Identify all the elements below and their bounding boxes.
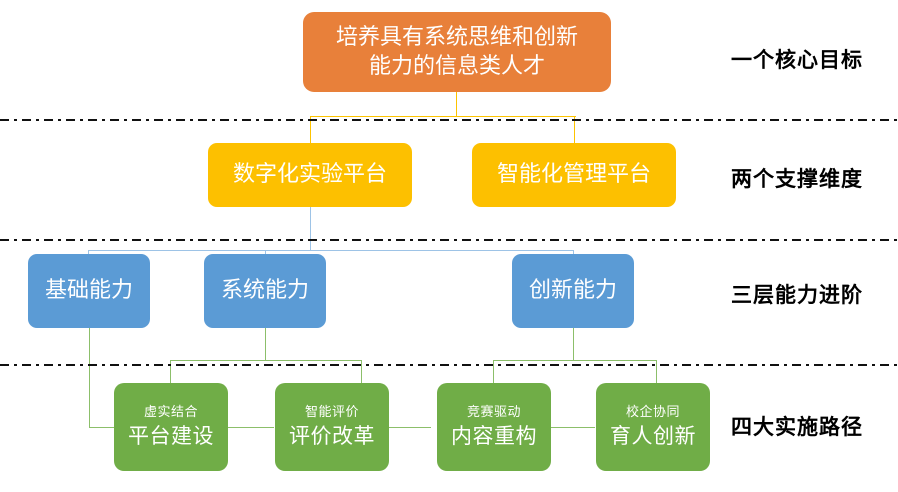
node-capability-2-label: 系统能力 <box>220 278 309 304</box>
node-capability-foundation[interactable]: 基础能力 <box>28 254 150 328</box>
node-path-platform-construction[interactable]: 虚实结合 平台建设 <box>114 383 228 471</box>
tier-separator-2 <box>0 239 898 241</box>
tier-separator-3 <box>0 364 898 366</box>
connector-dim1-stem <box>310 207 311 250</box>
connector-cap3-to-path3 <box>493 360 494 383</box>
node-capability-3-label: 创新能力 <box>528 278 617 304</box>
tier-label-1: 一个核心目标 <box>731 48 863 72</box>
node-path-2-title: 评价改革 <box>289 423 375 448</box>
connector-cap3-stem <box>573 328 574 360</box>
connector-cap1-stem <box>89 328 90 427</box>
connector-cap1-to-path1 <box>89 427 114 428</box>
node-path-evaluation-reform[interactable]: 智能评价 评价改革 <box>275 383 389 471</box>
node-capability-1-label: 基础能力 <box>44 278 133 304</box>
connector-goal-stem <box>456 92 457 116</box>
connector-goal-bus <box>310 116 576 117</box>
node-core-goal-line1: 培养具有系统思维和创新 <box>335 24 578 50</box>
node-path-2-subtitle: 智能评价 <box>304 405 359 421</box>
node-core-goal-line2: 能力的信息类人才 <box>368 54 545 79</box>
connector-capability-bus <box>88 250 574 251</box>
connector-to-capability-3 <box>573 250 574 255</box>
node-capability-systems[interactable]: 系统能力 <box>204 254 326 328</box>
node-path-3-title: 内容重构 <box>451 423 537 448</box>
tier-label-3: 三层能力进阶 <box>731 283 863 307</box>
node-path-4-subtitle: 校企协同 <box>625 405 680 421</box>
tier-label-2: 两个支撑维度 <box>731 167 863 191</box>
node-path-1-subtitle: 虚实结合 <box>143 405 198 421</box>
connector-cap2-bus <box>170 360 362 361</box>
node-dimension-2-label: 智能化管理平台 <box>496 162 651 188</box>
node-core-goal[interactable]: 培养具有系统思维和创新 能力的信息类人才 <box>303 12 611 92</box>
node-capability-innovation[interactable]: 创新能力 <box>512 254 634 328</box>
node-path-1-title: 平台建设 <box>128 423 214 448</box>
node-dimension-intelligent-management-platform[interactable]: 智能化管理平台 <box>472 143 676 207</box>
connector-goal-to-dim2 <box>574 116 575 144</box>
connector-goal-to-dim1 <box>310 116 311 144</box>
node-path-talent-innovation[interactable]: 校企协同 育人创新 <box>596 383 710 471</box>
connector-path2-path3 <box>389 427 431 428</box>
tier-separator-1 <box>0 119 898 121</box>
node-path-4-title: 育人创新 <box>610 423 696 448</box>
connector-cap3-to-path4 <box>656 360 657 383</box>
connector-cap2-to-path1 <box>170 360 171 383</box>
node-path-3-subtitle: 竞赛驱动 <box>466 405 521 421</box>
node-dimension-1-label: 数字化实验平台 <box>232 162 387 188</box>
connector-path1-path2 <box>228 427 274 428</box>
connector-cap3-bus <box>493 360 657 361</box>
connector-to-capability-2 <box>265 250 266 255</box>
tier-label-4: 四大实施路径 <box>731 415 863 439</box>
node-dimension-digital-lab-platform[interactable]: 数字化实验平台 <box>208 143 412 207</box>
connector-cap2-to-path2 <box>361 360 362 383</box>
connector-to-capability-1 <box>88 250 89 255</box>
connector-path3-path4 <box>551 427 595 428</box>
node-path-content-restructuring[interactable]: 竞赛驱动 内容重构 <box>437 383 551 471</box>
connector-cap2-stem <box>265 328 266 360</box>
